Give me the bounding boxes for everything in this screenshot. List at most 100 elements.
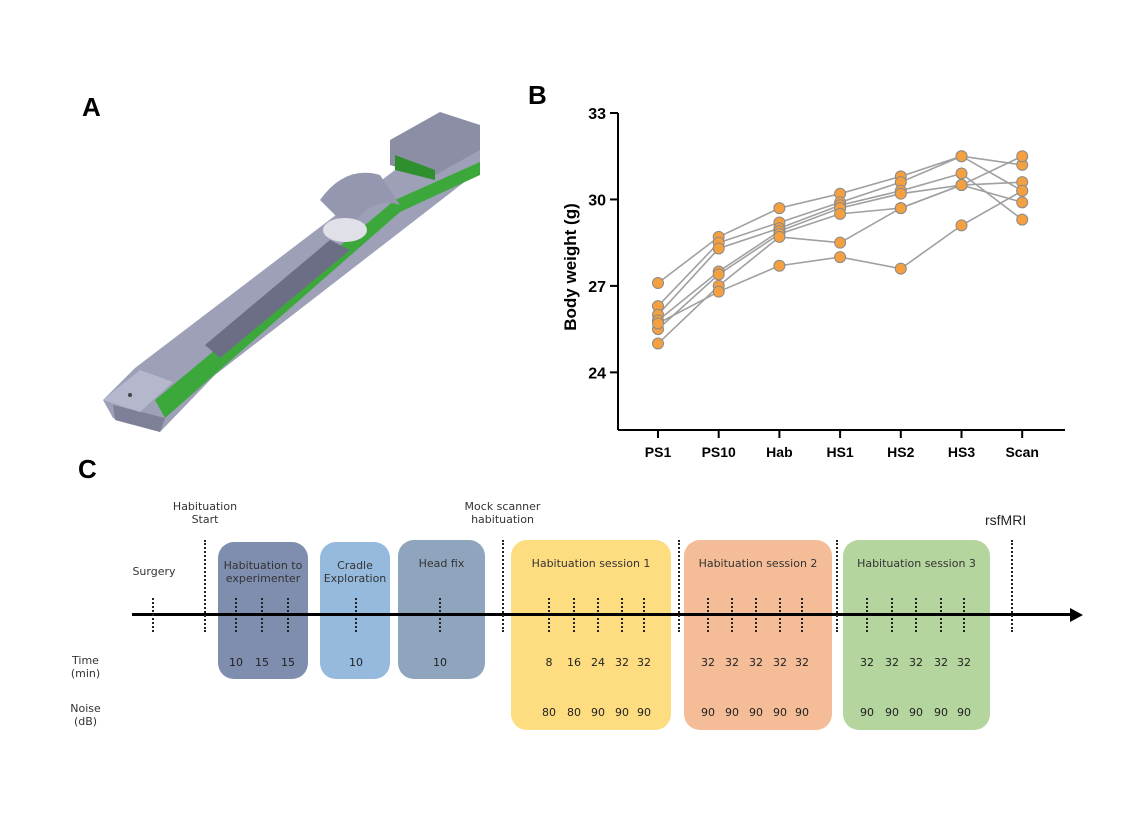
stage-box	[843, 540, 990, 730]
time-value: 32	[773, 656, 787, 669]
noise-value: 90	[749, 706, 763, 719]
data-point	[773, 259, 786, 272]
noise-row-label: Noise (dB)	[70, 702, 101, 728]
noise-value: 90	[591, 706, 605, 719]
stage-label: Head fix	[418, 557, 465, 570]
time-value: 32	[701, 656, 715, 669]
stage-box	[218, 542, 308, 679]
time-value: 32	[615, 656, 629, 669]
data-point	[955, 167, 968, 180]
data-point	[955, 219, 968, 232]
mock-scanner-label: Mock scanner habituation	[464, 500, 541, 526]
time-value: 10	[229, 656, 243, 669]
data-point	[1016, 150, 1029, 163]
data-point	[955, 150, 968, 163]
time-row-label: Time (min)	[70, 654, 101, 680]
data-point	[1016, 184, 1029, 197]
panel-label-b: B	[528, 80, 547, 110]
y-tick-label: 30	[588, 192, 606, 209]
milestone-divider	[836, 540, 838, 632]
noise-value: 80	[567, 706, 581, 719]
x-tick-label: Scan	[1005, 444, 1038, 460]
time-value: 32	[885, 656, 899, 669]
surgery-label: Surgery	[132, 565, 176, 578]
x-tick-label: PS1	[645, 444, 672, 460]
data-point	[894, 202, 907, 215]
data-point	[652, 337, 664, 350]
time-value: 32	[749, 656, 763, 669]
x-tick-label: HS1	[826, 444, 853, 460]
stage-label: Habituation to experimenter	[223, 559, 303, 585]
stage-label: Habituation session 1	[531, 557, 651, 570]
data-point	[1016, 196, 1029, 209]
data-point	[834, 251, 847, 264]
time-value: 8	[545, 656, 553, 669]
milestone-divider	[502, 540, 504, 632]
stage-label: Habituation session 3	[857, 557, 976, 570]
noise-value: 90	[615, 706, 629, 719]
data-point	[712, 268, 725, 281]
noise-value: 90	[909, 706, 923, 719]
panel-label-c: C	[78, 454, 97, 484]
x-tick-label: Hab	[766, 444, 792, 460]
time-value: 32	[725, 656, 739, 669]
time-value: 16	[567, 656, 581, 669]
noise-value: 90	[957, 706, 971, 719]
time-value: 32	[637, 656, 651, 669]
noise-value: 90	[795, 706, 809, 719]
noise-value: 90	[773, 706, 787, 719]
x-tick-label: PS10	[702, 444, 736, 460]
noise-value: 90	[701, 706, 715, 719]
noise-value: 80	[542, 706, 556, 719]
data-point	[712, 242, 725, 255]
time-value: 24	[591, 656, 605, 669]
y-tick-label: 24	[588, 365, 606, 382]
stage-label: Habituation session 2	[698, 557, 818, 570]
noise-value: 90	[885, 706, 899, 719]
rsfmri-label: rsfMRI	[985, 512, 1027, 528]
noise-value: 90	[860, 706, 874, 719]
milestone-divider	[204, 540, 206, 632]
timeline-axis	[132, 613, 1072, 616]
stage-box	[511, 540, 671, 730]
data-point	[652, 277, 664, 290]
time-value: 32	[957, 656, 971, 669]
stage-label: Cradle Exploration	[323, 559, 387, 585]
mouse-cradle-render	[103, 112, 480, 432]
time-value: 10	[349, 656, 363, 669]
time-value: 15	[281, 656, 295, 669]
data-point	[773, 202, 786, 215]
x-tick-label: HS2	[887, 444, 914, 460]
noise-value: 90	[637, 706, 651, 719]
y-tick-label: 27	[588, 279, 606, 296]
milestone-divider	[1011, 540, 1013, 632]
y-axis-label: Body weight (g)	[561, 203, 580, 330]
x-tick-label: HS3	[948, 444, 975, 460]
arrow-head-icon	[1070, 608, 1083, 622]
data-point	[834, 207, 847, 220]
data-point	[894, 187, 907, 200]
data-point	[712, 285, 725, 298]
noise-value: 90	[725, 706, 739, 719]
panel-label-a: A	[82, 92, 101, 122]
data-point	[1016, 213, 1029, 226]
milestone-divider	[152, 598, 154, 632]
milestone-divider	[678, 540, 680, 632]
time-value: 32	[860, 656, 874, 669]
stage-box	[398, 540, 485, 679]
data-point	[955, 179, 968, 192]
time-value: 32	[909, 656, 923, 669]
time-value: 10	[433, 656, 447, 669]
time-value: 32	[795, 656, 809, 669]
habituation-start-label: Habituation Start	[172, 500, 238, 526]
data-point	[773, 230, 786, 243]
data-point	[652, 317, 664, 330]
time-value: 15	[255, 656, 269, 669]
data-point	[894, 262, 907, 275]
stage-box	[684, 540, 832, 730]
time-value: 32	[934, 656, 948, 669]
data-point	[834, 236, 847, 249]
y-tick-label: 33	[588, 106, 606, 123]
